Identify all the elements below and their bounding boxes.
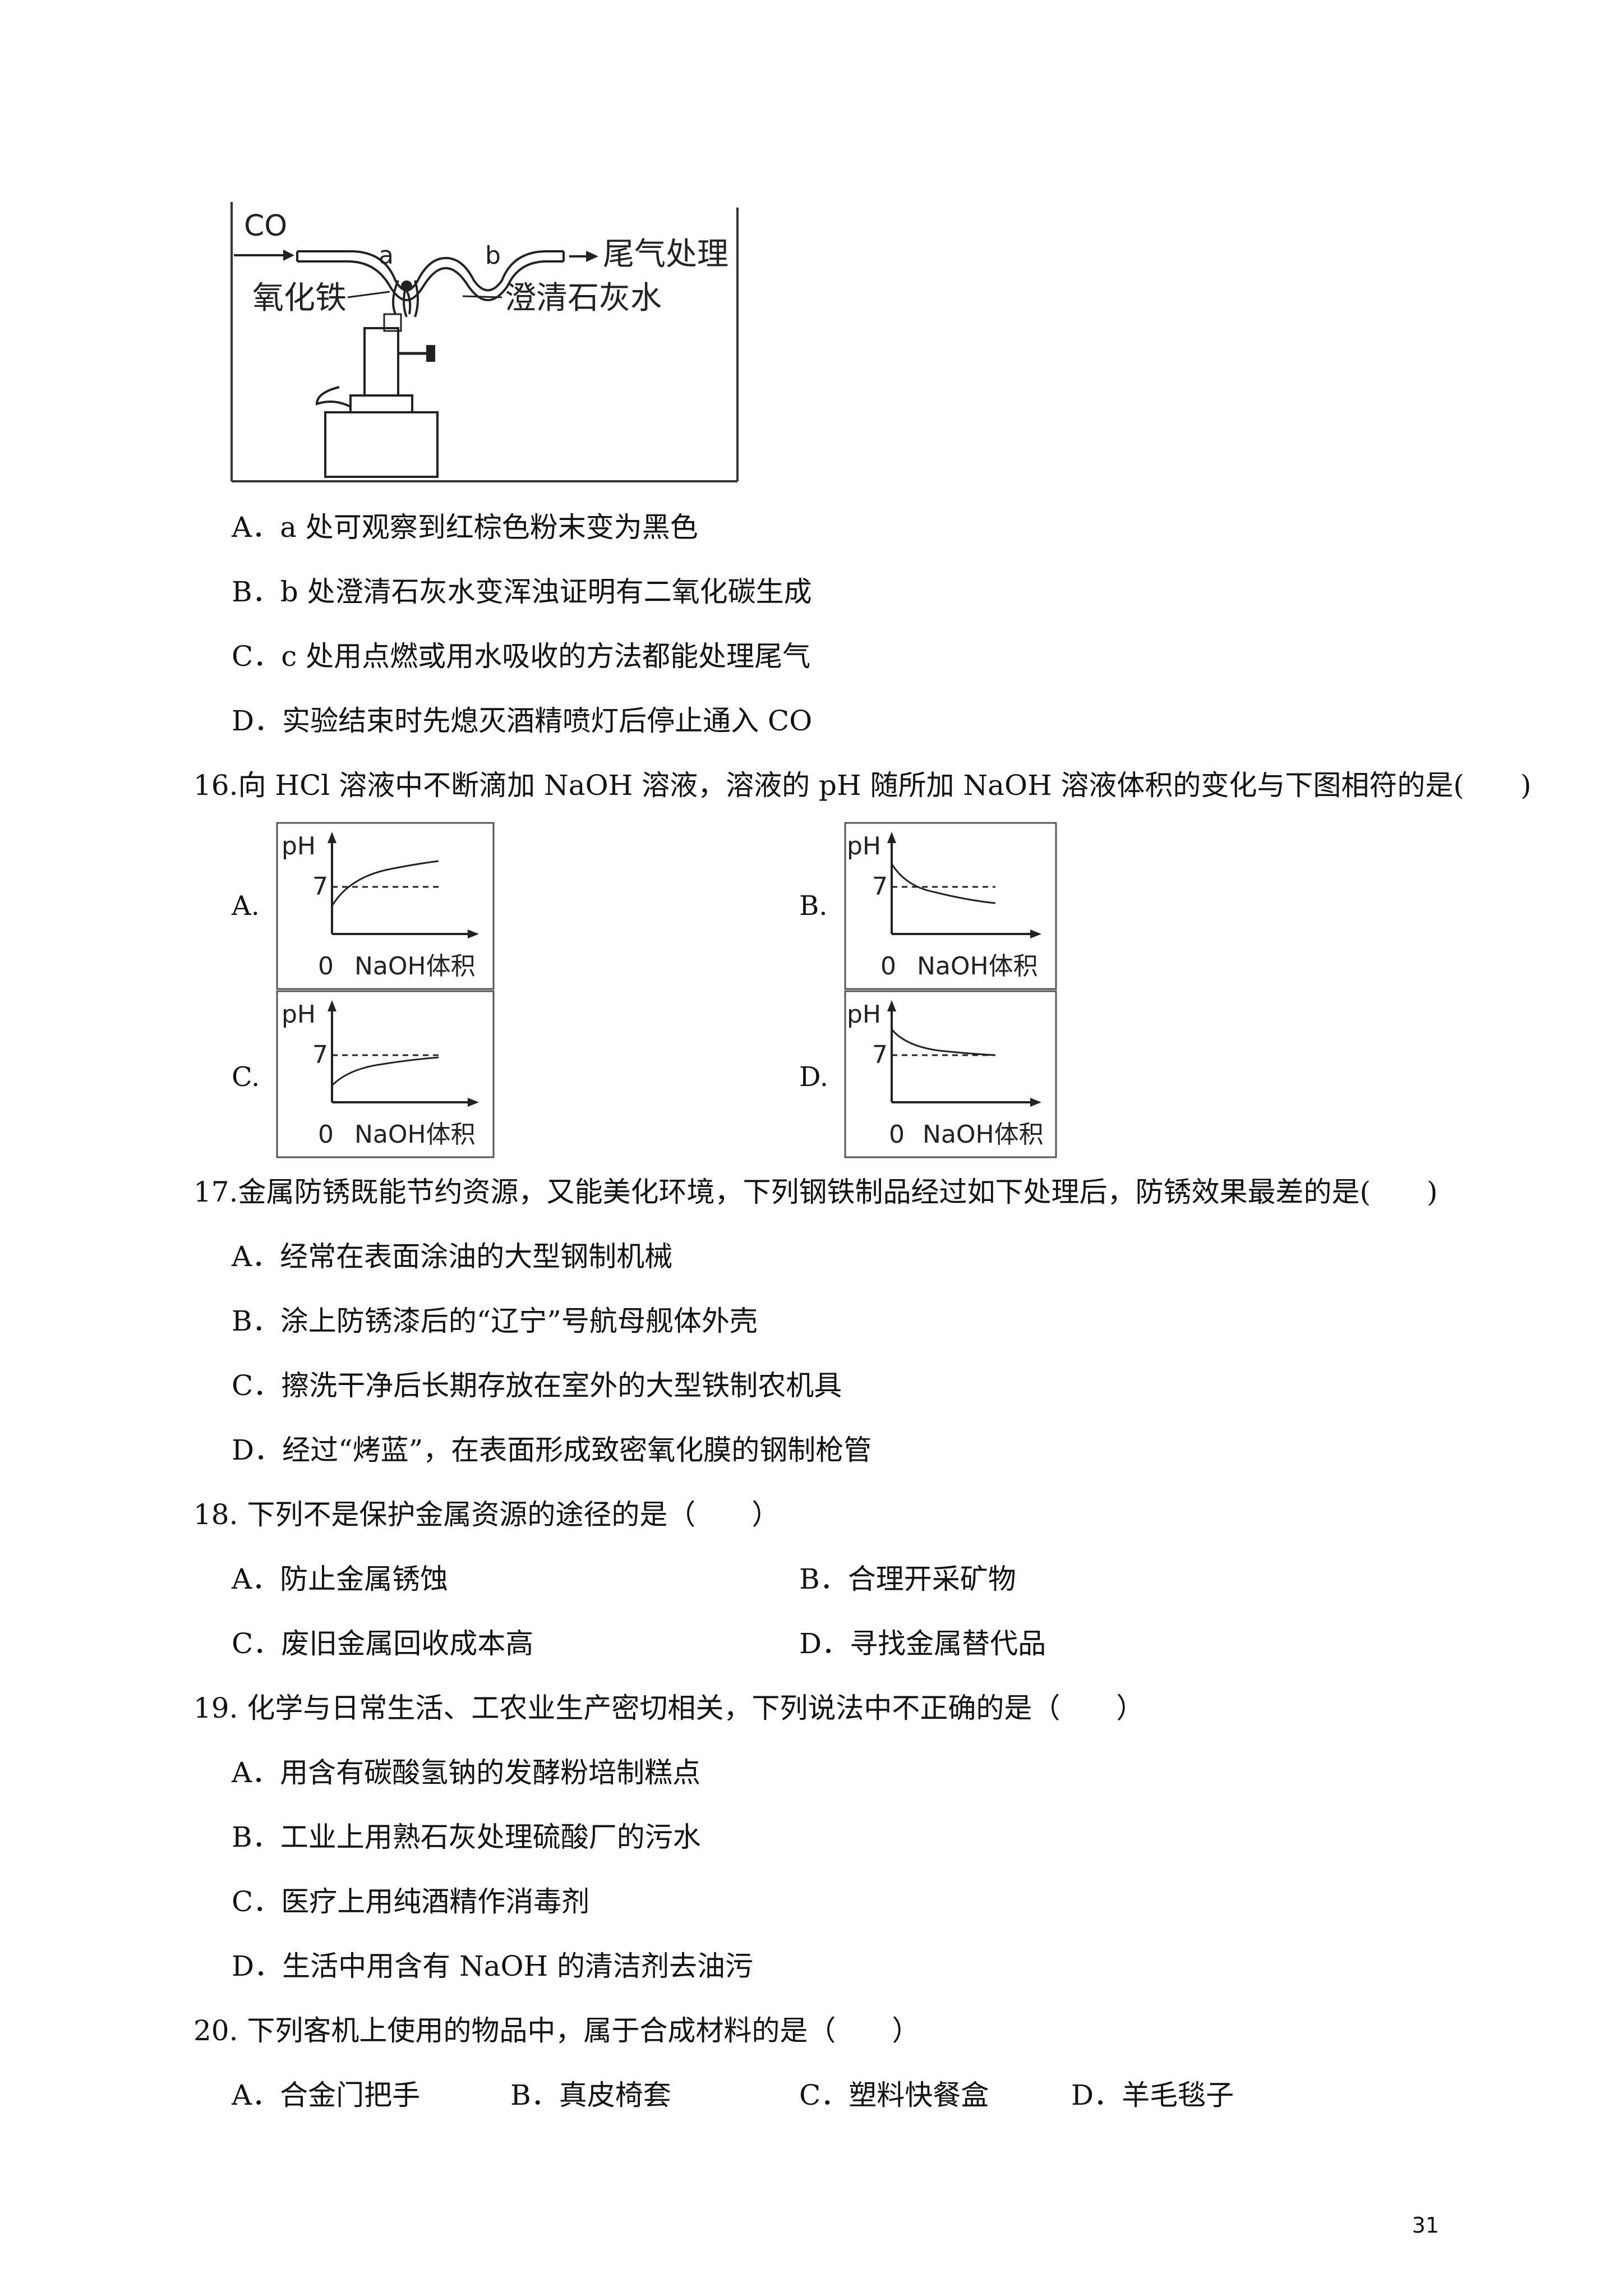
q15-option-b: B．b 处澄清石灰水变浑浊证明有二氧化碳生成 [232, 576, 812, 608]
graph-b-origin: 0 [880, 952, 896, 981]
q20-stem: 20. 下列客机上使用的物品中，属于合成材料的是（ ） [193, 2014, 920, 2047]
q18-option-b: B．合理开采矿物 [799, 1563, 1016, 1595]
graph-a-ref: 7 [312, 872, 328, 901]
q18-option-a: A．防止金属锈蚀 [232, 1563, 449, 1595]
q16-graph-b: pH 7 0 NaOH体积 [844, 822, 1057, 990]
graph-d-ylabel: pH [847, 1000, 881, 1029]
q15-option-c: C．c 处用点燃或用水吸收的方法都能处理尾气 [232, 640, 811, 673]
q19-option-c: C．医疗上用纯酒精作消毒剂 [232, 1885, 590, 1918]
q16-graph-c: pH 7 0 NaOH体积 [276, 990, 495, 1158]
q19-option-d: D．生活中用含有 NaOH 的清洁剂去油污 [232, 1950, 754, 1982]
graph-a-xlabel: NaOH体积 [354, 952, 476, 981]
q17-option-b: B．涂上防锈漆后的“辽宁”号航母舰体外壳 [232, 1305, 758, 1337]
page-number: 31 [1412, 2213, 1439, 2238]
q20-option-d: D．羊毛毯子 [1071, 2079, 1234, 2111]
q18-option-c: C．废旧金属回收成本高 [232, 1627, 534, 1660]
flame-icon [392, 280, 419, 318]
graph-c-xlabel: NaOH体积 [354, 1120, 476, 1149]
q20-option-a: A．合金门把手 [232, 2079, 421, 2111]
limewater-label: 澄清石灰水 [505, 280, 662, 316]
graph-a-origin: 0 [318, 952, 334, 981]
q20-option-c: C．塑料快餐盒 [799, 2079, 989, 2111]
graph-a-ylabel: pH [282, 832, 316, 861]
graph-b-ylabel: pH [847, 832, 881, 861]
q17-option-c: C．擦洗干净后长期存放在室外的大型铁制农机具 [232, 1369, 842, 1402]
glass-tube [297, 250, 564, 292]
iron-oxide-label: 氧化铁 [252, 280, 347, 316]
q17-option-d: D．经过“烤蓝”，在表面形成致密氧化膜的钢制枪管 [232, 1434, 872, 1466]
label-b: b [485, 241, 501, 270]
q18-option-d: D．寻找金属替代品 [799, 1627, 1046, 1660]
graph-d-origin: 0 [889, 1120, 905, 1149]
label-a: a [379, 241, 394, 270]
q16-stem: 16.向 HCl 溶液中不断滴加 NaOH 溶液，溶液的 pH 随所加 NaOH… [193, 769, 1532, 802]
q19-option-a: A．用含有碳酸氢钠的发酵粉培制糕点 [232, 1756, 701, 1789]
q16-letter-a: A. [232, 890, 260, 922]
graph-d-xlabel: NaOH体积 [923, 1120, 1044, 1149]
q18-stem: 18. 下列不是保护金属资源的途径的是（ ） [193, 1498, 780, 1531]
q16-graph-a: pH 7 0 NaOH体积 [276, 822, 495, 990]
q15-option-d: D．实验结束时先熄灭酒精喷灯后停止通入 CO [232, 705, 813, 737]
q15-option-a: A．a 处可观察到红棕色粉末变为黑色 [232, 511, 698, 544]
graph-c-ref: 7 [312, 1041, 328, 1069]
q16-letter-b: B. [799, 890, 828, 922]
q17-option-a: A．经常在表面涂油的大型钢制机械 [232, 1240, 673, 1273]
q20-option-b: B．真皮椅套 [510, 2079, 671, 2111]
graph-b-ref: 7 [872, 872, 888, 901]
co-label: CO [244, 209, 287, 243]
graph-d-ref: 7 [872, 1041, 888, 1069]
q16-graph-d: pH 7 0 NaOH体积 [844, 990, 1057, 1158]
q19-option-b: B．工业上用熟石灰处理硫酸厂的污水 [232, 1821, 701, 1853]
graph-c-ylabel: pH [282, 1000, 316, 1029]
graph-b-xlabel: NaOH体积 [917, 952, 1038, 981]
apparatus-figure: CO a b 尾气处理 氧化铁 澄清石灰水 [230, 202, 739, 482]
burner-icon [363, 327, 399, 397]
graph-c-origin: 0 [318, 1120, 334, 1149]
q16-letter-d: D. [799, 1061, 829, 1093]
q16-letter-c: C. [232, 1061, 260, 1093]
q19-stem: 19. 化学与日常生活、工农业生产密切相关，下列说法中不正确的是（ ） [193, 1692, 1145, 1724]
q17-stem: 17.金属防锈既能节约资源，又能美化环境，下列钢铁制品经过如下处理后，防锈效果最… [193, 1176, 1438, 1208]
tail-gas-label: 尾气处理 [603, 236, 728, 273]
